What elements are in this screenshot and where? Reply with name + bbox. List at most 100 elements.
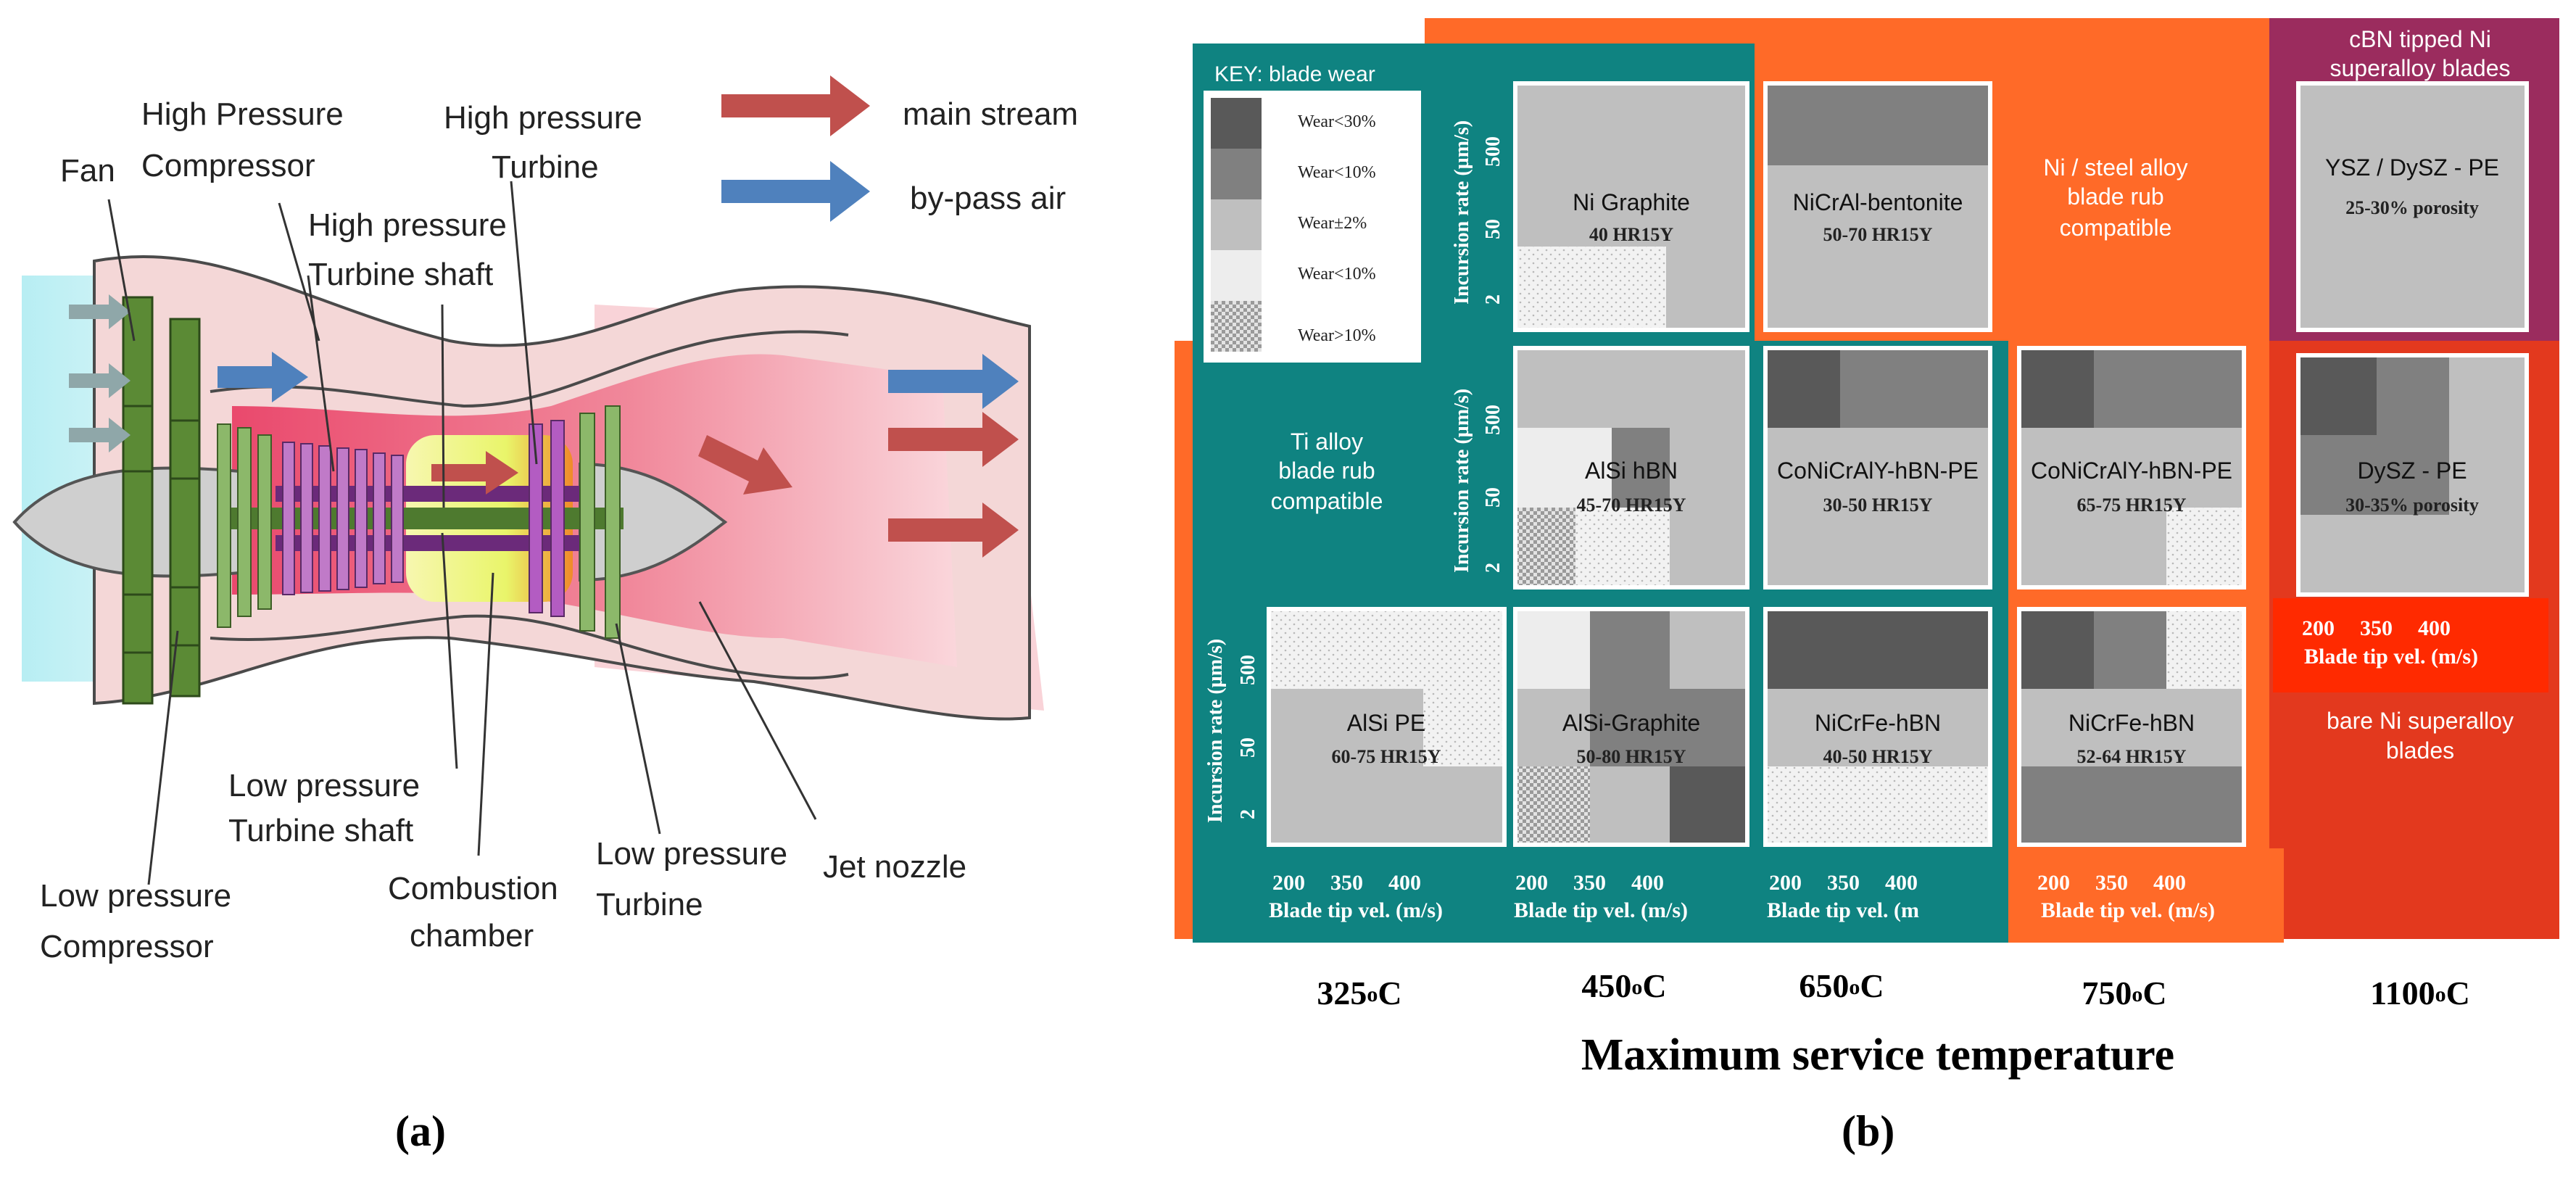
mat-ni-graphite-name: Ni Graphite <box>1573 189 1690 215</box>
region-bare-line1: bare Ni superalloy <box>2327 708 2514 734</box>
tip-label-650: Blade tip vel. (m <box>1767 898 1919 922</box>
caption-b: (b) <box>1842 1107 1894 1155</box>
bypass-arrow-inner <box>218 352 308 402</box>
label-cc-line2: chamber <box>410 918 534 953</box>
legend-main-stream-arrow <box>721 75 870 136</box>
key-swatch-wear2 <box>1211 199 1262 250</box>
key-label-2: Wear±2% <box>1298 214 1367 233</box>
tip-label-750: Blade tip vel. (m/s) <box>2041 898 2215 922</box>
bypass-duct-lower <box>210 614 849 680</box>
mat-dysz-hardness: 30-35% porosity <box>2345 495 2479 516</box>
label-cc-line1: Combustion <box>388 871 558 906</box>
mat-conicraly-750-hardness: 65-75 HR15Y <box>2077 495 2187 516</box>
tile-conicraly-750 <box>2017 346 2246 590</box>
tip-label-450: Blade tip vel. (m/s) <box>1514 898 1688 922</box>
mat-alsi-pe-name: AlSi PE <box>1347 710 1425 736</box>
tip-tick-450-400: 400 <box>1631 871 1664 895</box>
mat-ni-graphite-hardness: 40 HR15Y <box>1589 224 1674 245</box>
tip-tick-325-400: 400 <box>1388 871 1421 895</box>
incursion-tick-mid-500: 500 <box>1482 405 1504 435</box>
incursion-tick-top-50: 50 <box>1482 219 1504 239</box>
tip-tick-1100-350: 350 <box>2360 616 2393 640</box>
hp-compressor-blades <box>282 442 404 595</box>
hp-turbine-blades <box>529 420 565 617</box>
tip-strip-750 <box>2008 848 2284 943</box>
region-ti-line2: blade rub <box>1278 458 1375 484</box>
fan-blades <box>122 296 201 705</box>
temp-325: 325oC <box>1317 975 1401 1012</box>
key-label-0: Wear<30% <box>1298 112 1376 131</box>
label-hpc-line2: Compressor <box>141 148 315 183</box>
region-ni-line2: blade rub <box>2067 183 2163 210</box>
region-bare-line2: blades <box>2386 737 2454 764</box>
incursion-axis-mid: Incursion rate (µm/s) <box>1451 389 1473 573</box>
bypass-duct-upper <box>210 330 849 408</box>
lp-compressor-blades <box>217 423 272 628</box>
mat-nicrfe-750-hardness: 52-64 HR15Y <box>2077 746 2187 767</box>
tip-tick-750-200: 200 <box>2037 871 2070 895</box>
region-ni-line1: Ni / steel alloy <box>2043 154 2187 181</box>
leader-lines <box>107 181 817 885</box>
mat-dysz-name: DySZ - PE <box>2357 458 2467 484</box>
high-pressure-shaft <box>276 486 580 502</box>
tip-strip-1100 <box>2273 598 2548 692</box>
label-lpts-line2: Turbine shaft <box>228 813 413 848</box>
panel-a-engine-diagram: main stream by-pass air Fan High Pressur… <box>12 75 1078 1155</box>
tile-nicrfe-650 <box>1763 607 1992 847</box>
label-jet-nozzle: Jet nozzle <box>823 849 966 885</box>
region-cbn-line2: superalloy blades <box>2329 55 2510 81</box>
mat-alsi-pe-hardness: 60-75 HR15Y <box>1332 746 1441 767</box>
incursion-tick-top-2: 2 <box>1482 294 1504 305</box>
mat-conicraly-750-name: CoNiCrAlY-hBN-PE <box>2031 458 2232 484</box>
tile-nicrfe-750 <box>2017 607 2246 847</box>
incursion-axis-bottom: Incursion rate (µm/s) <box>1204 639 1227 823</box>
mat-conicraly-450-name: CoNiCrAlY-hBN-PE <box>1777 458 1979 484</box>
tip-tick-750-400: 400 <box>2153 871 2186 895</box>
mat-nicrfe-650-name: NiCrFe-hBN <box>1815 710 1941 736</box>
region-ti-line1: Ti alloy <box>1291 429 1363 455</box>
tip-tick-750-350: 350 <box>2095 871 2128 895</box>
mat-alsi-hbn-hardness: 45-70 HR15Y <box>1577 495 1686 516</box>
legend-bypass-label: by-pass air <box>910 181 1066 216</box>
legend-bypass-arrow <box>721 161 870 222</box>
tip-tick-650-200: 200 <box>1769 871 1802 895</box>
main-arrow-exit-2 <box>888 502 1019 558</box>
main-arrow-inner <box>431 451 518 495</box>
label-hpt-line2: Turbine <box>492 149 599 185</box>
label-lpc-line2: Compressor <box>40 929 214 964</box>
incursion-tick-bot-2: 2 <box>1237 809 1259 819</box>
key-swatch-wear30 <box>1211 98 1262 149</box>
key-label-4: Wear>10% <box>1298 326 1376 345</box>
tile-alsi-pe <box>1267 607 1507 847</box>
region-cbn-line1: cBN tipped Ni <box>2349 26 2491 52</box>
label-lpts-line1: Low pressure <box>228 768 420 803</box>
temp-650: 650oC <box>1799 967 1884 1004</box>
key-swatch-wear10 <box>1211 149 1262 199</box>
panel-b-abradable-map: KEY: blade wear Wear<30% Wear<10% Wear±2… <box>1175 18 2559 1155</box>
label-lpt-line2: Turbine <box>596 887 703 922</box>
bypass-arrows-intake <box>69 294 131 452</box>
tile-ysz-dysz <box>2296 81 2529 332</box>
mat-nicrfe-650-hardness: 40-50 HR15Y <box>1823 746 1933 767</box>
key-swatch-wear10b <box>1211 250 1262 301</box>
caption-a: (a) <box>395 1107 446 1155</box>
key-label-1: Wear<10% <box>1298 163 1376 182</box>
label-hpts-line2: Turbine shaft <box>308 257 493 292</box>
incursion-tick-mid-2: 2 <box>1482 563 1504 573</box>
tip-tick-650-350: 350 <box>1827 871 1860 895</box>
tip-tick-325-350: 350 <box>1330 871 1363 895</box>
label-lpt-line1: Low pressure <box>596 836 787 872</box>
tip-tick-450-200: 200 <box>1515 871 1548 895</box>
mat-nicral-hardness: 50-70 HR15Y <box>1823 224 1933 245</box>
x-axis-title: Maximum service temperature <box>1581 1030 2174 1080</box>
tip-tick-650-400: 400 <box>1885 871 1918 895</box>
key-title: KEY: blade wear <box>1214 62 1375 86</box>
incursion-axis-top: Incursion rate (µm/s) <box>1451 120 1473 305</box>
incursion-tick-mid-50: 50 <box>1482 487 1504 508</box>
label-hpts-line1: High pressure <box>308 207 507 243</box>
main-arrow-exit-1 <box>888 412 1019 467</box>
label-fan: Fan <box>60 153 115 189</box>
incursion-tick-bot-50: 50 <box>1237 737 1259 758</box>
label-hpt-line1: High pressure <box>444 100 642 136</box>
